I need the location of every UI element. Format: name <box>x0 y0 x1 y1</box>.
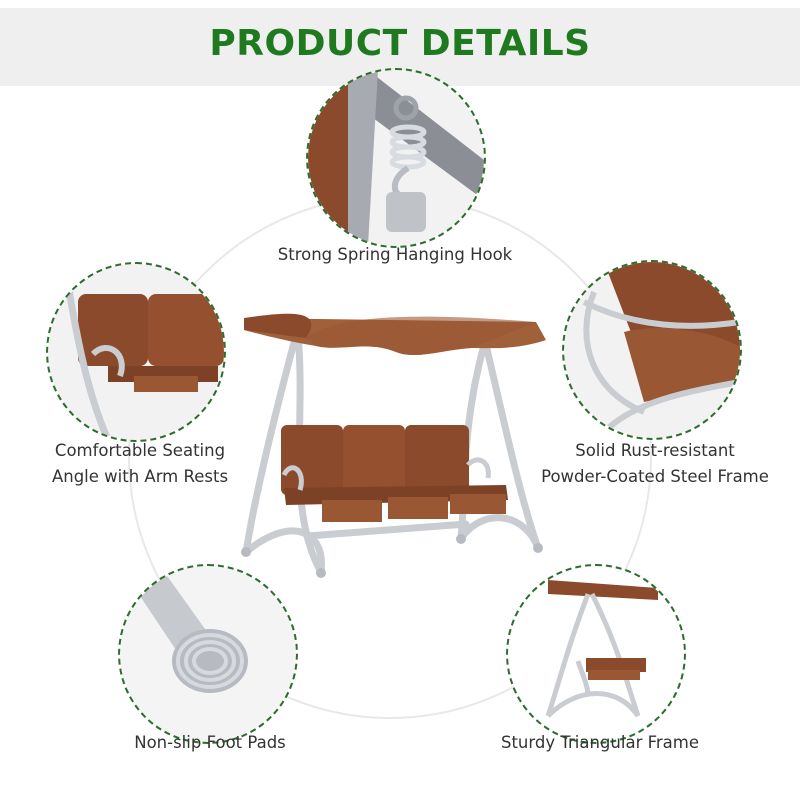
caption-line: Solid Rust-resistant <box>575 441 735 460</box>
caption-line: Non-slip Foot Pads <box>134 733 286 752</box>
spring-hook-ring <box>306 68 486 248</box>
caption-line: Comfortable Seating <box>54 441 226 460</box>
caption-spring-hook: Strong Spring Hanging Hook <box>260 242 530 268</box>
caption-line: Angle with Arm Rests <box>51 467 229 486</box>
caption-line: Strong Spring Hanging Hook <box>277 245 513 264</box>
triangular-frame-ring <box>506 564 686 744</box>
caption-seat-armrest: Comfortable Seating Angle with Arm Rests <box>20 438 260 490</box>
page-title: PRODUCT DETAILS <box>209 23 591 64</box>
canopy-swing-photo <box>241 313 546 578</box>
seat-armrest-ring <box>46 262 226 442</box>
caption-triangular-frame: Sturdy Triangular Frame <box>480 730 720 756</box>
foot-pad-ring <box>118 564 298 744</box>
caption-foot-pad: Non-slip Foot Pads <box>100 730 320 756</box>
caption-steel-frame: Solid Rust-resistant Powder-Coated Steel… <box>520 438 790 490</box>
steel-frame-ring <box>562 260 742 440</box>
caption-line: Sturdy Triangular Frame <box>500 733 700 752</box>
caption-line: Powder-Coated Steel Frame <box>541 467 769 486</box>
